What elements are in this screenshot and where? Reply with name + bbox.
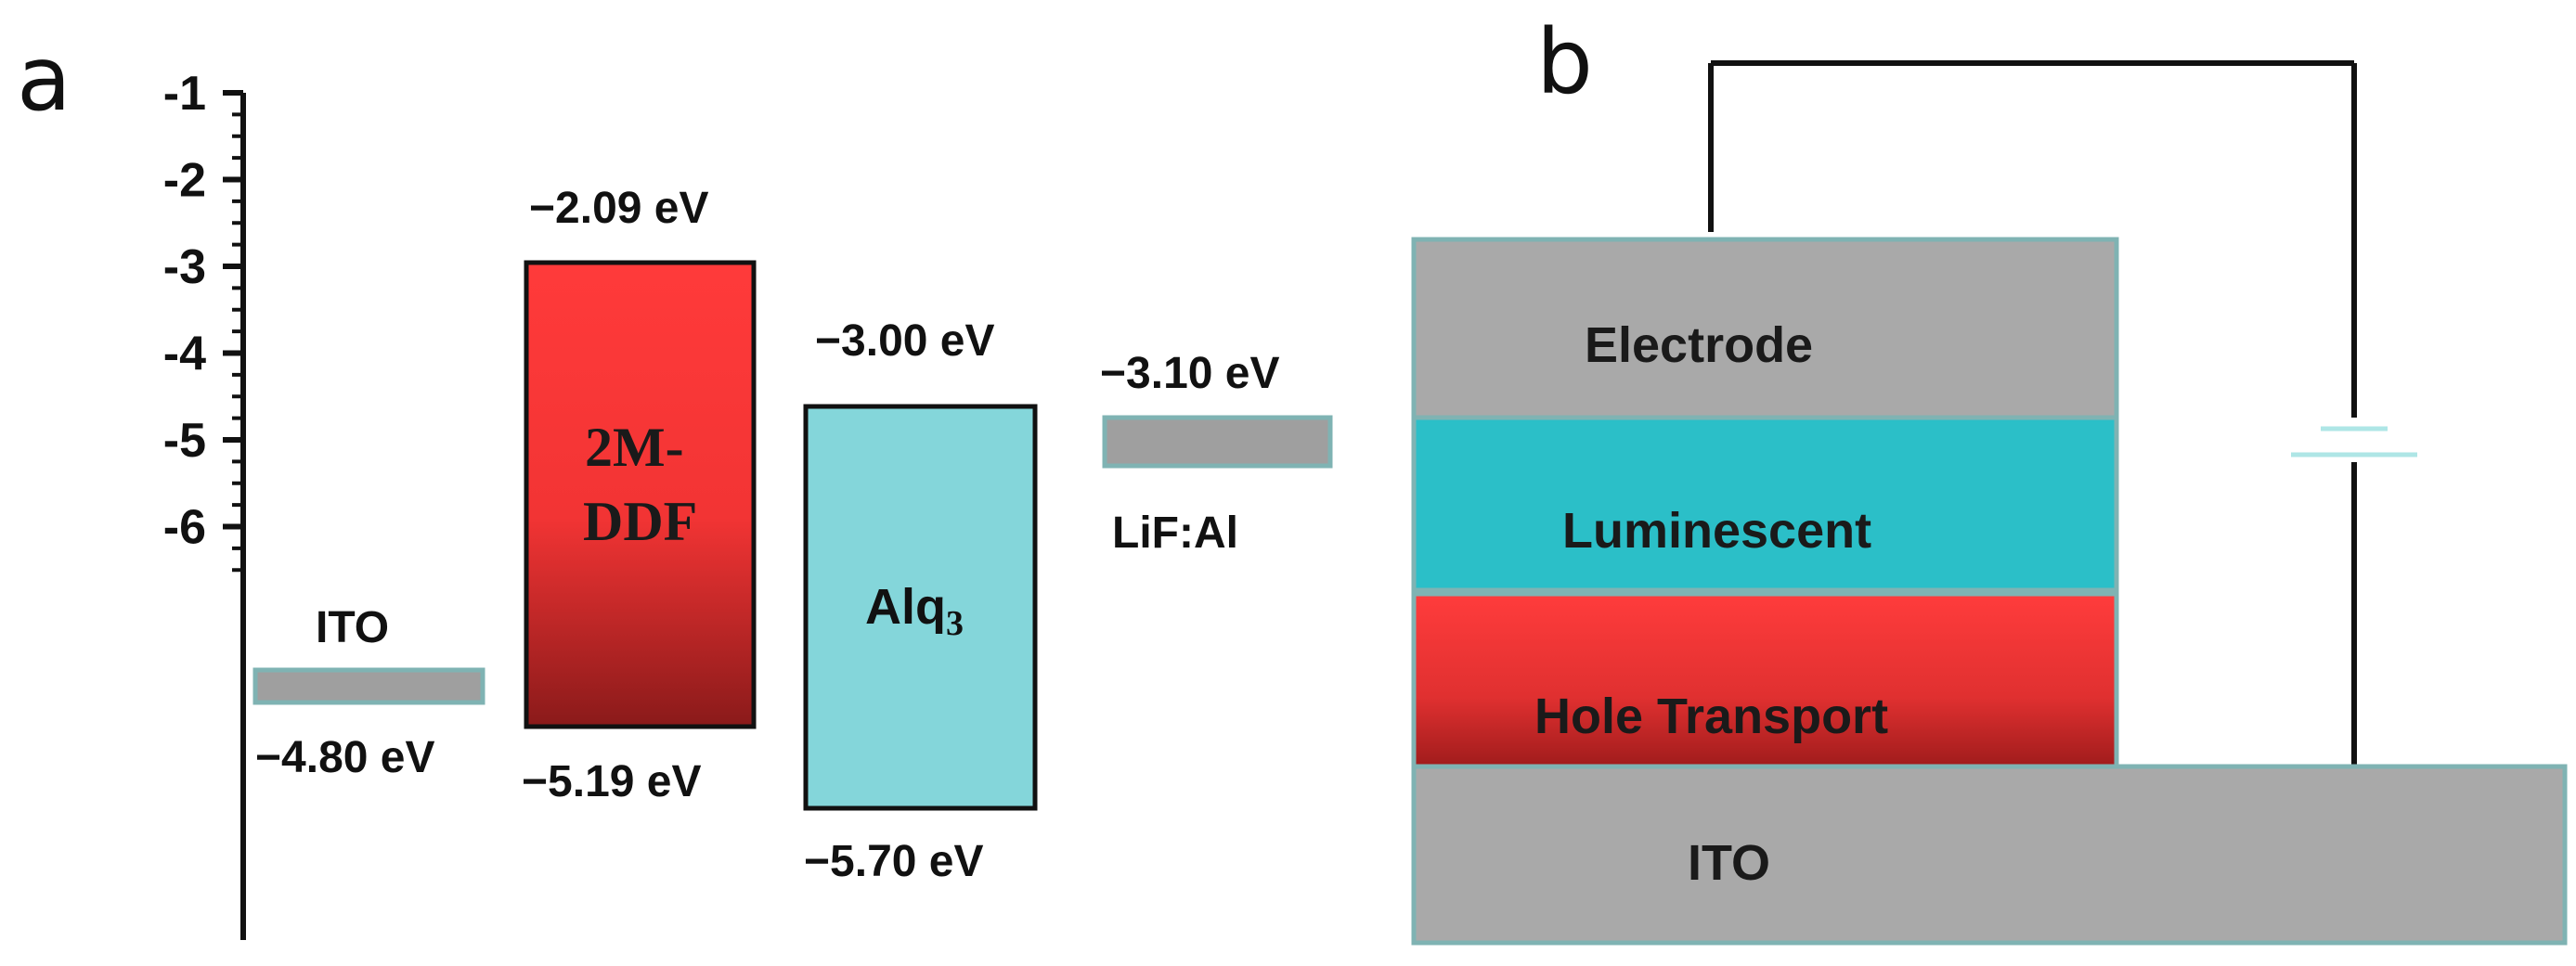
level-lifal-top-label: −3.10 eV bbox=[1100, 349, 1280, 398]
level-ito-bottom-label: −4.80 eV bbox=[255, 733, 435, 782]
tick-label: -4 bbox=[163, 328, 206, 381]
level-2mddf: −2.09 eV 2M- DDF −5.19 eV bbox=[522, 184, 757, 806]
level-2mddf-bottom-label: −5.19 eV bbox=[522, 757, 702, 806]
level-lifal-bar bbox=[1102, 415, 1333, 469]
panel-b-letter: b bbox=[1536, 10, 1593, 114]
level-ito-bar bbox=[252, 667, 485, 705]
circuit-wires bbox=[1708, 60, 2417, 770]
level-2mddf-top-label: −2.09 eV bbox=[529, 184, 709, 233]
level-alq3-bottom-label: −5.70 eV bbox=[804, 837, 984, 886]
layer-hole-transport-label: Hole Transport bbox=[1534, 689, 1888, 744]
tick-label: -3 bbox=[163, 240, 206, 294]
layer-electrode-label: Electrode bbox=[1585, 317, 1813, 373]
tick-label: -2 bbox=[163, 154, 206, 208]
device-stack: Electrode Luminescent Hole Transport ITO bbox=[1411, 237, 2568, 946]
tick-label: -1 bbox=[163, 67, 206, 121]
layer-luminescent bbox=[1411, 415, 2119, 593]
tick-label: -5 bbox=[163, 414, 206, 468]
level-alq3: −3.00 eV Alq3 −5.70 eV bbox=[803, 316, 1038, 886]
layer-ito-label: ITO bbox=[1688, 835, 1770, 891]
level-alq3-top-label: −3.00 eV bbox=[815, 316, 995, 366]
level-alq3-name-wrap: Alq3 bbox=[865, 579, 964, 643]
panel-b: b Electrode Luminescent Hole Transport I… bbox=[1411, 10, 2568, 946]
level-ito-name: ITO bbox=[316, 603, 389, 652]
level-alq3-subscript: 3 bbox=[946, 604, 964, 643]
level-2mddf-name-line1: 2M- bbox=[585, 417, 684, 478]
layer-luminescent-label: Luminescent bbox=[1562, 503, 1871, 559]
tick-label: -6 bbox=[163, 501, 206, 555]
panel-a-letter: a bbox=[17, 27, 71, 131]
level-lifal-name: LiF:Al bbox=[1112, 509, 1238, 558]
layer-electrode bbox=[1411, 237, 2119, 420]
level-alq3-name: Alq bbox=[865, 579, 946, 635]
level-2mddf-name-line2: DDF bbox=[583, 491, 697, 552]
panel-a: a -1 -2 -3 -4 -5 -6 ITO −4.80 eV −2.09 eV 2M-… bbox=[17, 27, 1333, 940]
axis-ticks: -1 -2 -3 -4 -5 -6 bbox=[163, 67, 243, 573]
level-2mddf-bar bbox=[524, 260, 757, 729]
layer-ito bbox=[1411, 764, 2568, 946]
level-ito: ITO −4.80 eV bbox=[252, 603, 485, 782]
level-lifal: −3.10 eV LiF:Al bbox=[1100, 349, 1333, 558]
level-alq3-bar bbox=[803, 404, 1038, 811]
